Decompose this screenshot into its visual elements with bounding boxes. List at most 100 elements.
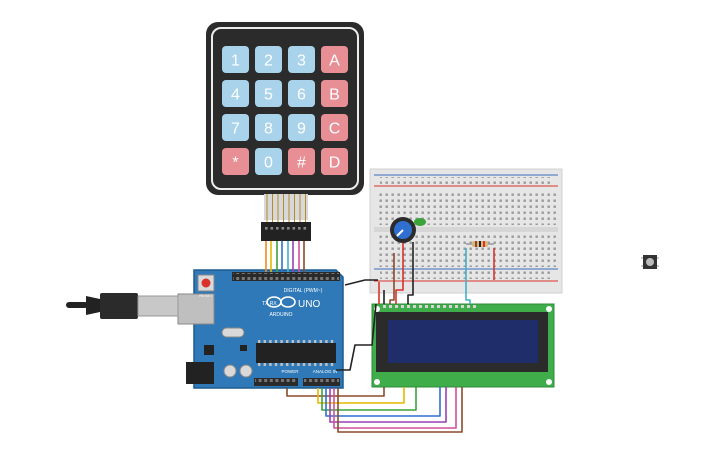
arduino-model: UNO (298, 299, 320, 310)
lcd-pin (467, 305, 470, 308)
voltage-regulator (204, 345, 214, 355)
resistor[interactable] (466, 241, 494, 247)
keypad-key-label: 0 (264, 155, 273, 172)
keypad-key[interactable]: # (288, 148, 315, 175)
keypad-key-label: 1 (231, 53, 240, 70)
keypad-key-label: A (329, 53, 340, 70)
keypad-key[interactable]: 4 (222, 80, 249, 107)
lcd-pin (455, 305, 458, 308)
keypad-key[interactable]: 9 (288, 114, 315, 141)
blue-wire[interactable] (325, 387, 441, 417)
keypad-key[interactable]: 5 (255, 80, 282, 107)
keypad-key[interactable]: B (321, 80, 348, 107)
keypad-key[interactable]: A (321, 46, 348, 73)
keypad-key-label: 3 (297, 53, 306, 70)
digital-label: DIGITAL (PWM~) (284, 288, 323, 294)
keypad-keys: 1 2 3 A 4 5 6 B 7 8 9 C * 0 # D (222, 46, 348, 175)
keypad-connector (261, 222, 311, 241)
keypad-key-label: 8 (264, 121, 273, 138)
analog-label: ANALOG IN (313, 369, 338, 374)
brown-wire[interactable] (337, 387, 463, 433)
green-wire[interactable] (321, 387, 417, 411)
brown-wire[interactable] (286, 387, 385, 397)
power-label: POWER (281, 369, 299, 374)
black-wire[interactable] (344, 279, 378, 286)
lcd-pins (383, 305, 476, 308)
crystal (221, 327, 245, 338)
lcd-pin (461, 305, 464, 308)
keypad-key-label: 5 (264, 87, 273, 104)
keypad[interactable]: 1 2 3 A 4 5 6 B 7 8 9 C * 0 # D (206, 22, 364, 241)
keypad-key[interactable]: 0 (255, 148, 282, 175)
lcd-pin (395, 305, 398, 308)
wires[interactable] (265, 241, 495, 433)
black-wire[interactable] (407, 242, 414, 304)
reset-label: RESET (199, 293, 213, 298)
cyan-wire[interactable] (465, 248, 471, 304)
lcd-pin (407, 305, 410, 308)
usb-cable[interactable] (66, 293, 179, 319)
capacitor (223, 364, 237, 378)
keypad-key-label: 4 (231, 87, 240, 104)
brown-wire[interactable] (389, 253, 395, 304)
keypad-key-label: 6 (297, 87, 306, 104)
potentiometer[interactable] (390, 217, 426, 243)
lcd-pin (425, 305, 428, 308)
usb-port (177, 293, 215, 325)
keypad-key-label: * (232, 155, 238, 172)
lcd-pin (431, 305, 434, 308)
lcd-pin (443, 305, 446, 308)
reset-button-cap (201, 278, 211, 288)
keypad-key-label: D (329, 155, 341, 172)
keypad-key[interactable]: 7 (222, 114, 249, 141)
lcd-pin (473, 305, 476, 308)
pushbutton-cap (646, 258, 654, 266)
capacitor (239, 364, 253, 378)
arduino-logo: TX RX (262, 296, 296, 308)
keypad-key[interactable]: * (222, 148, 249, 175)
lcd-pin (449, 305, 452, 308)
lcd-pin (389, 305, 392, 308)
keypad-frame (211, 27, 359, 190)
purple-wire[interactable] (329, 387, 447, 423)
keypad-key-label: C (329, 121, 341, 138)
pink-wire[interactable] (333, 387, 457, 429)
lcd-pin (419, 305, 422, 308)
keypad-ribbon (261, 194, 311, 241)
lcd-pin (383, 305, 386, 308)
keypad-key-label: # (297, 155, 306, 172)
yellow-wire[interactable] (317, 387, 405, 404)
black-wire[interactable] (336, 303, 377, 371)
keypad-key-label: 2 (264, 53, 273, 70)
keypad-key[interactable]: 1 (222, 46, 249, 73)
atmega-chip (256, 343, 336, 363)
keypad-key[interactable]: 3 (288, 46, 315, 73)
keypad-key-label: B (329, 87, 340, 104)
arduino-board[interactable]: RESET DIGITAL (PWM~) TX RX UNO ARDUINO P… (177, 269, 344, 389)
red-wire[interactable] (395, 243, 404, 304)
keypad-key[interactable]: 6 (288, 80, 315, 107)
keypad-key-label: 7 (231, 121, 240, 138)
lcd-pin (401, 305, 404, 308)
power-rail-top (380, 177, 552, 185)
lcd-screen (388, 320, 538, 363)
keypad-key-label: 9 (297, 121, 306, 138)
tx-rx-label: TX RX (262, 301, 277, 307)
potentiometer-indicator (396, 229, 404, 237)
usb-cable-housing (100, 293, 138, 319)
power-jack (186, 362, 214, 384)
keypad-key[interactable]: 2 (255, 46, 282, 73)
keypad-key[interactable]: D (321, 148, 348, 175)
usb-cable-wire (66, 302, 88, 308)
usb-cable-plug (137, 295, 179, 317)
center-channel (374, 227, 558, 232)
keypad-key[interactable]: 8 (255, 114, 282, 141)
arduino-maker: ARDUINO (269, 312, 292, 318)
pushbutton[interactable] (641, 255, 659, 269)
lcd-pin (413, 305, 416, 308)
keypad-key[interactable]: C (321, 114, 348, 141)
lcd-display[interactable] (371, 303, 555, 388)
potentiometer-wiper-lead (414, 218, 426, 226)
lcd-pin (437, 305, 440, 308)
